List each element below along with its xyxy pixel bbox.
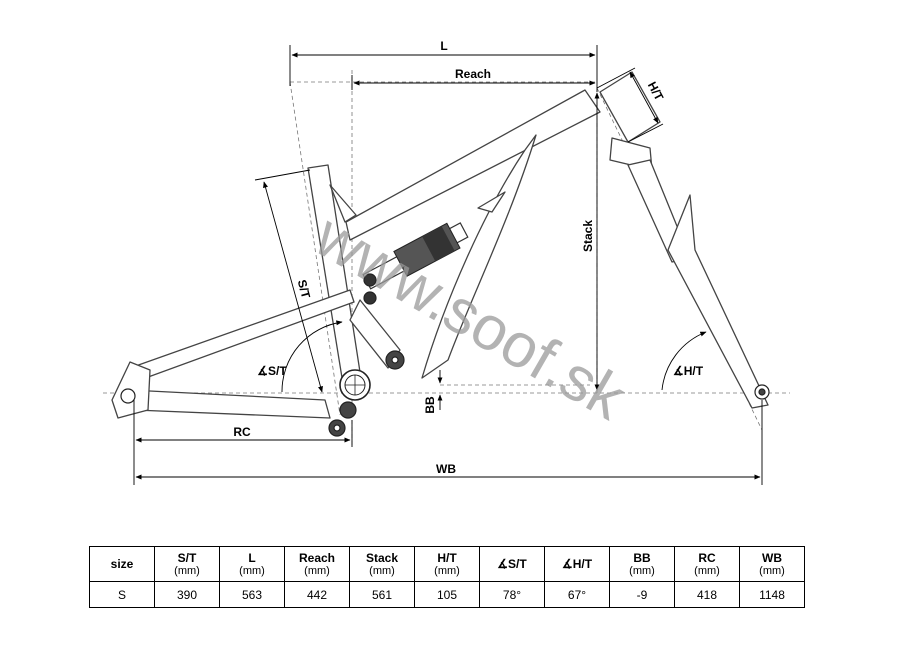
table-header-row: size S/T(mm) L(mm) Reach(mm) Stack(mm) H…: [89, 546, 805, 582]
top-tube: [345, 89, 601, 241]
table-cell: 67°: [544, 581, 610, 608]
table-cell: 442: [284, 581, 350, 608]
header-cell: L(mm): [219, 546, 285, 582]
seat-gusset: [329, 184, 357, 223]
table-cell: 78°: [479, 581, 545, 608]
label-bb: BB: [423, 396, 437, 414]
table-cell: 105: [414, 581, 480, 608]
header-cell: BB(mm): [609, 546, 675, 582]
bottom-bracket: [339, 369, 371, 401]
table-cell: 390: [154, 581, 220, 608]
header-cell: WB(mm): [739, 546, 805, 582]
header-cell: ∡H/T: [544, 546, 610, 582]
dimension-lines: [133, 45, 763, 485]
header-cell: S/T(mm): [154, 546, 220, 582]
header-cell: H/T(mm): [414, 546, 480, 582]
header-cell: ∡S/T: [479, 546, 545, 582]
pivot-bearings: [120, 273, 770, 437]
table-cell: -9: [609, 581, 675, 608]
chain-stay: [129, 389, 331, 419]
table-cell: 561: [349, 581, 415, 608]
seat-stay: [129, 289, 355, 381]
rocker-link: [349, 299, 401, 369]
table-row: S 390 563 442 561 105 78° 67° -9 418 114…: [89, 581, 805, 608]
frame-geometry-diagram: L Reach H/T Stack S/T ∡S/T ∡H/T BB RC WB…: [103, 39, 790, 485]
header-cell: size: [89, 546, 155, 582]
header-cell: Reach(mm): [284, 546, 350, 582]
label-rc: RC: [233, 425, 251, 439]
table-cell: 418: [674, 581, 740, 608]
fork-lower: [667, 194, 769, 409]
table-cell: 1148: [739, 581, 805, 608]
table-cell: 563: [219, 581, 285, 608]
label-reach: Reach: [455, 67, 491, 81]
header-cell: RC(mm): [674, 546, 740, 582]
label-st: S/T: [295, 278, 314, 300]
label-l: L: [440, 39, 447, 53]
geometry-table: size S/T(mm) L(mm) Reach(mm) Stack(mm) H…: [89, 546, 805, 608]
table-cell: S: [89, 581, 155, 608]
label-stack: Stack: [581, 220, 595, 252]
label-wb: WB: [436, 462, 456, 476]
label-st-angle: ∡S/T: [257, 364, 287, 378]
label-ht-angle: ∡H/T: [673, 364, 704, 378]
top-tube-gusset: [477, 191, 506, 213]
header-cell: Stack(mm): [349, 546, 415, 582]
rear-shock: [362, 222, 469, 290]
